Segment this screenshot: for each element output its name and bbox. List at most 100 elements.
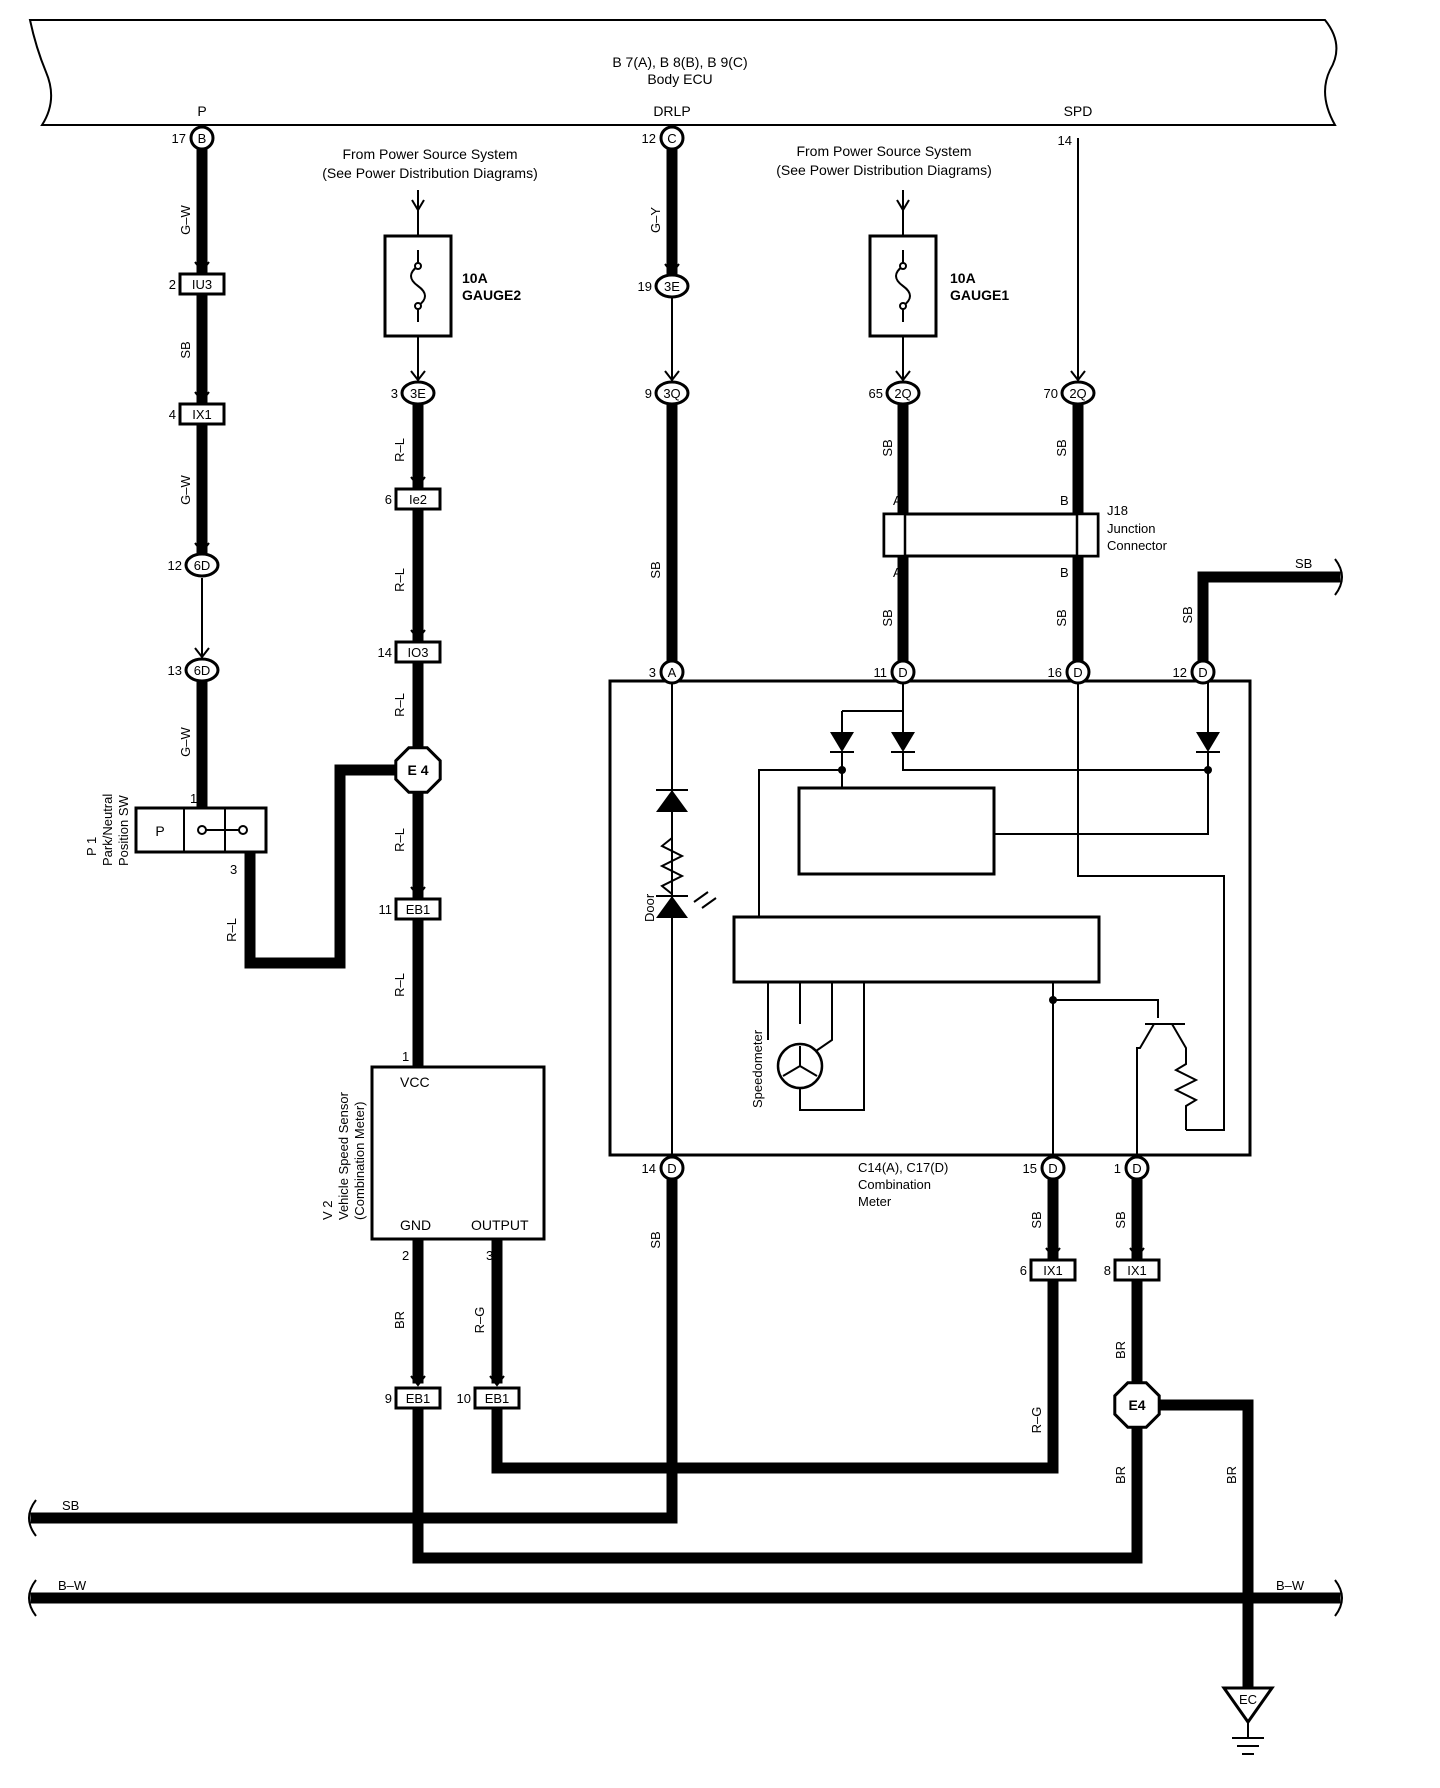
body-ecu-name: Body ECU [647,71,712,87]
power-note-left-2: (See Power Distribution Diagrams) [322,165,538,181]
svg-text:10A: 10A [462,270,488,286]
connector-label: 3E [664,279,680,294]
connector-d6a: 6D 12 [168,542,220,578]
power-note-right-1: From Power Source System [796,143,971,159]
wire-color-br_gnd: BR [392,1311,407,1329]
pin-number: 9 [385,1391,392,1406]
svg-text:V 2: V 2 [320,1200,335,1220]
connector-label: EB1 [406,902,431,917]
svg-text:3: 3 [486,1248,493,1263]
pin-number: 3 [391,386,398,401]
svg-text:Meter: Meter [858,1194,892,1209]
combination-meter: Door Speedometer C14(A [608,679,1252,1209]
svg-text:3: 3 [230,862,237,877]
pin-number: 12 [642,131,656,146]
pin-number: 14 [378,645,392,660]
connector-label: B [198,131,207,146]
body-ecu-connectors: B 7(A), B 8(B), B 9(C) [612,54,747,70]
wire-color-rg_out: R–G [472,1307,487,1334]
wire-color-br_ix1: BR [1113,1341,1128,1359]
wire-color-bw_right: B–W [1276,1578,1305,1593]
svg-text:GND: GND [400,1217,431,1233]
wire-color-sb_d14: SB [648,1231,663,1248]
wire-color-sb_d12: SB [1180,606,1195,623]
svg-text:GAUGE2: GAUGE2 [462,287,521,303]
pin-number: 12 [168,558,182,573]
power-note-left-1: From Power Source System [342,146,517,162]
pin-number: 11 [379,902,393,917]
connector-e4a: E 4 [394,746,442,794]
connector-label: IX1 [1127,1263,1147,1278]
wire-color-br_e4b: BR [1224,1466,1239,1484]
pin-number: 14 [1058,133,1072,148]
svg-text:P: P [155,823,164,839]
svg-text:A: A [893,565,902,580]
connector-label: D [1048,1161,1057,1176]
connector-label: A [668,665,677,680]
connector-md14: D14 [642,1155,685,1181]
body-ecu-bar [28,19,1338,126]
wire-color-labels: G–WSBG–WG–WR–LR–LR–LR–LR–LR–LG–YSBSBSBSB… [58,204,1312,1593]
svg-text:2: 2 [402,1248,409,1263]
wire-color-sb_right: SB [1295,556,1312,571]
svg-text:Connector: Connector [1107,538,1168,553]
connector-ma3: A3 [649,659,685,685]
connector-label: D [898,665,907,680]
wire-color-sb_spda: SB [1054,439,1069,456]
svg-text:OUTPUT: OUTPUT [471,1217,529,1233]
svg-text:B: B [1060,493,1069,508]
connector-md12: D12 [1173,659,1216,685]
connector-label: D [1073,665,1082,680]
ground-ec: EC [1221,1686,1275,1755]
svg-text:10A: 10A [950,270,976,286]
connector-label: IX1 [192,407,212,422]
connector-label: C [667,131,676,146]
wire-color-gy: G–Y [648,207,663,233]
pin-number: 11 [874,665,888,680]
svg-text:P 1: P 1 [84,837,99,856]
svg-text:EC: EC [1239,1692,1257,1707]
svg-text:B: B [1060,565,1069,580]
svg-text:Position SW: Position SW [116,794,131,866]
connector-label: Ie2 [409,492,427,507]
connector-label: 6D [194,558,211,573]
pin-number: 1 [1114,1161,1121,1176]
svg-text:J18: J18 [1107,503,1128,518]
connector-io3: IO3 14 [378,629,442,664]
connector-c12: C 12 [642,125,685,151]
power-note-right-2: (See Power Distribution Diagrams) [776,162,992,178]
wire-color-rl2: R–L [392,568,407,592]
svg-text:Combination: Combination [858,1177,931,1192]
wire-color-sb_d1: SB [1113,1211,1128,1228]
connector-md11: D 11 [874,659,916,685]
svg-text:Door: Door [642,893,657,922]
connector-md1: D1 [1114,1155,1150,1181]
svg-text:Junction: Junction [1107,521,1155,536]
wire-color-sb_g1b: SB [880,609,895,626]
ecu-terminal-spd: SPD [1064,103,1093,119]
ecu-terminal-drlp: DRLP [653,103,690,119]
wire-color-rl4: R–L [392,828,407,852]
power-feed-arrows [411,199,910,212]
pin-number: 10 [457,1391,471,1406]
connector-label: IO3 [408,645,429,660]
svg-text:C14(A), C17(D): C14(A), C17(D) [858,1160,948,1175]
connector-e3b: 3E3 [391,370,436,406]
connector-label: 2Q [1069,386,1086,401]
fuse-gauge1: 10A GAUGE1 [868,234,1009,338]
connector-label: 6D [194,663,211,678]
pin-number: 14 [642,1161,656,1176]
park-neutral-position-switch: P P 1 Park/Neutral Position SW 1 3 [84,791,268,877]
pin-number: 2 [169,277,176,292]
svg-text:(Combination Meter): (Combination Meter) [352,1102,367,1221]
vehicle-speed-sensor: VCC GND OUTPUT V 2 Vehicle Speed Sensor … [320,1049,546,1263]
svg-text:GAUGE1: GAUGE1 [950,287,1009,303]
